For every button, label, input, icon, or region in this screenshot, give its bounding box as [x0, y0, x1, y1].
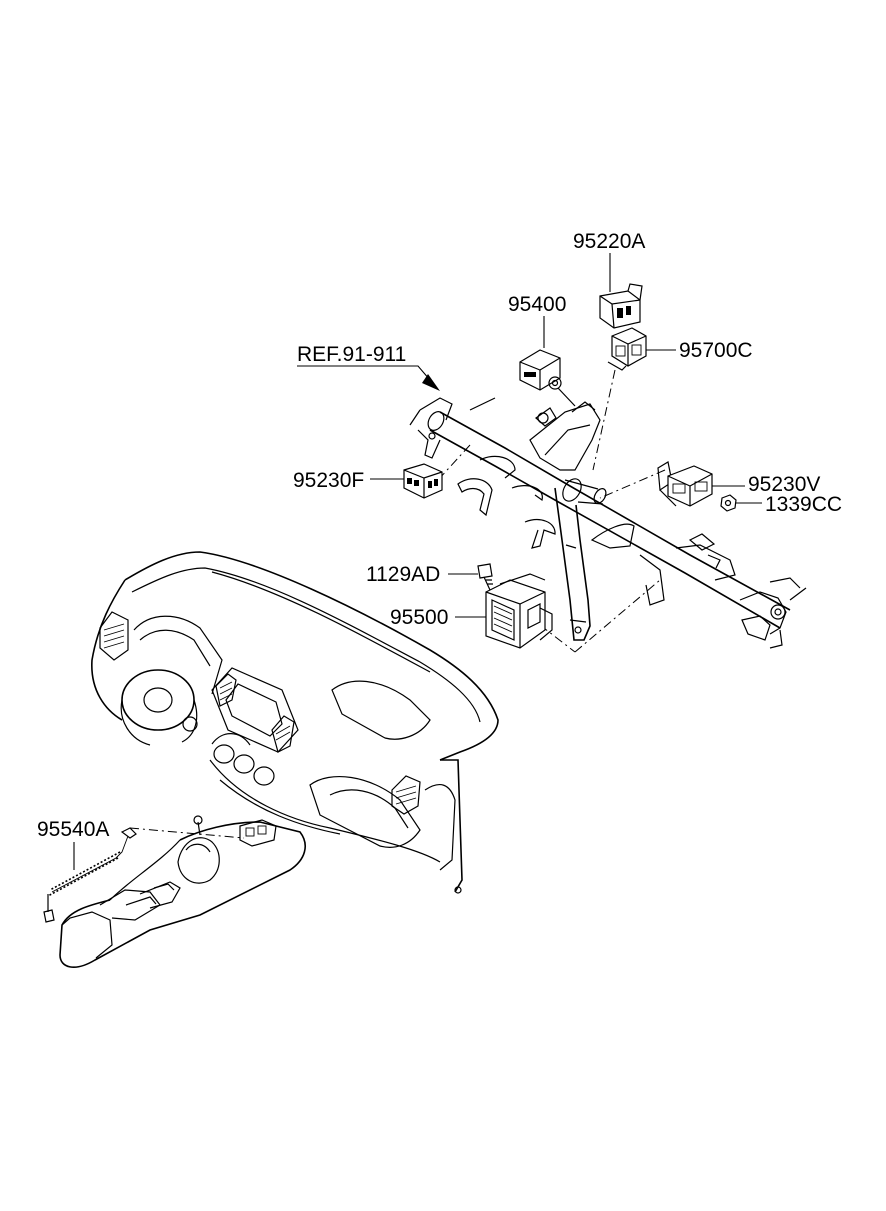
label-95220A: 95220A — [573, 230, 645, 253]
label-ref-91-911: REF.91-911 — [297, 343, 406, 366]
label-95500: 95500 — [390, 606, 448, 629]
part-95220A-connector — [599, 283, 643, 329]
part-95400-module — [519, 349, 576, 407]
leader-lines — [73, 253, 762, 870]
label-95400: 95400 — [508, 293, 566, 316]
part-1129AD-screw — [477, 563, 493, 591]
dashboard-panel — [91, 551, 499, 894]
part-95700C-relay — [607, 327, 647, 371]
label-95540A: 95540A — [37, 818, 109, 841]
part-95230F-connector — [403, 463, 443, 499]
label-1339CC: 1339CC — [765, 493, 842, 516]
center-console — [59, 815, 306, 968]
label-95230V: 95230V — [748, 473, 820, 496]
part-95230V-bracket — [657, 461, 713, 507]
part-95540A-harness — [43, 827, 137, 923]
cross-beam-assembly — [409, 397, 807, 649]
label-95230F: 95230F — [293, 469, 364, 492]
part-95500-module — [485, 573, 553, 649]
dashed-guide-lines — [129, 369, 666, 839]
part-1339CC-nut — [720, 494, 737, 512]
label-1129AD: 1129AD — [366, 563, 440, 586]
label-95700C: 95700C — [679, 339, 753, 362]
